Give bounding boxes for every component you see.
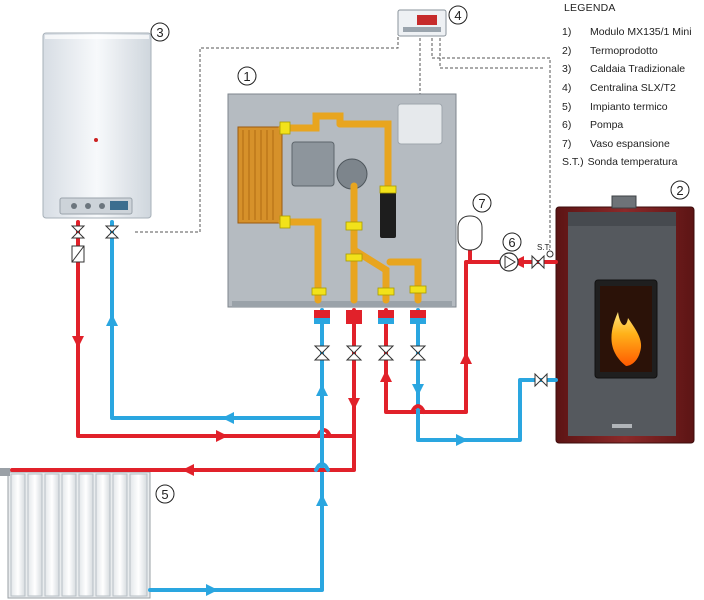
legend-item: 5) Impianto termico: [562, 97, 702, 116]
valve-boiler-red: [70, 225, 86, 239]
radiator: [0, 468, 151, 599]
svg-text:1: 1: [243, 69, 250, 84]
legend-item-label: Termoprodotto: [590, 44, 658, 57]
boiler-check-valve: [71, 245, 85, 263]
badge-3: 3: [150, 22, 170, 42]
valve-boiler-blue: [104, 225, 120, 239]
pipe-stove-red: [384, 260, 558, 414]
legend-item: 3) Caldaia Tradizionale: [562, 60, 702, 79]
legend-item-label: Caldaia Tradizionale: [590, 63, 686, 76]
module-outlet-fittings: [314, 310, 426, 324]
flow-arrows: [72, 256, 530, 596]
valve-stove-top: [531, 254, 545, 270]
legend-item: S.T.) Sonda temperatura: [562, 153, 702, 172]
legend-item-number: 5): [562, 100, 572, 113]
crossover-red-2: [410, 404, 426, 414]
valve-module-4: [409, 345, 427, 361]
legend-item-number: S.T.): [562, 156, 584, 169]
legend-item-label: Pompa: [590, 119, 624, 132]
valve-module-1: [313, 345, 331, 361]
legend: LEGENDA 1) Modulo MX135/1 Mini 2) Termop…: [562, 2, 702, 172]
legend-item: 1) Modulo MX135/1 Mini: [562, 23, 702, 42]
svg-text:5: 5: [161, 487, 168, 502]
pipe-boiler-flow-red: [76, 220, 356, 438]
legend-item-label: Sonda temperatura: [587, 156, 678, 169]
svg-text:3: 3: [156, 25, 163, 40]
legend-item-number: 2): [562, 44, 572, 57]
traditional-boiler: [42, 32, 152, 219]
expansion-vessel: [457, 215, 483, 251]
valve-module-3: [377, 345, 395, 361]
legend-item: 2) Termoprodotto: [562, 42, 702, 61]
legend-item: 4) Centralina SLX/T2: [562, 79, 702, 98]
pipe-boiler-return-blue: [110, 220, 324, 420]
pellet-stove: [555, 195, 695, 444]
legend-item: 7) Vaso espansione: [562, 135, 702, 154]
legend-item-label: Centralina SLX/T2: [590, 82, 676, 95]
legend-item-label: Impianto termico: [590, 100, 668, 113]
valve-stove-bottom: [534, 372, 548, 388]
legend-item: 6) Pompa: [562, 116, 702, 135]
svg-text:S.T.: S.T.: [537, 243, 551, 252]
badge-6: 6: [502, 232, 522, 252]
pipe-stove-blue: [416, 308, 558, 442]
svg-text:2: 2: [676, 183, 683, 198]
pipe-network: [10, 220, 558, 592]
badge-7: 7: [472, 193, 492, 213]
control-unit: [397, 9, 447, 37]
legend-item-label: Modulo MX135/1 Mini: [590, 26, 692, 39]
legend-item-number: 6): [562, 119, 572, 132]
pipe-module-red-left: [10, 308, 356, 472]
legend-item-number: 4): [562, 82, 572, 95]
legend-title: LEGENDA: [564, 2, 616, 14]
hydraulic-module: [227, 93, 457, 308]
crossover-blue: [314, 462, 330, 472]
temperature-sensor: S.T.: [537, 243, 554, 258]
badge-1: 1: [237, 66, 257, 86]
svg-text:7: 7: [478, 196, 485, 211]
svg-text:6: 6: [508, 235, 515, 250]
signal-lines: [135, 34, 551, 248]
valves: [70, 225, 548, 388]
legend-item-number: 3): [562, 63, 572, 76]
circulation-pump: [499, 252, 519, 272]
badge-5: 5: [155, 484, 175, 504]
legend-item-number: 1): [562, 26, 572, 39]
valve-module-2: [345, 345, 363, 361]
svg-text:4: 4: [454, 8, 461, 23]
pipe-module-blue-left: [148, 308, 324, 592]
legend-item-number: 7): [562, 137, 572, 150]
badge-4: 4: [448, 5, 468, 25]
legend-item-label: Vaso espansione: [590, 137, 670, 150]
badge-2: 2: [670, 180, 690, 200]
